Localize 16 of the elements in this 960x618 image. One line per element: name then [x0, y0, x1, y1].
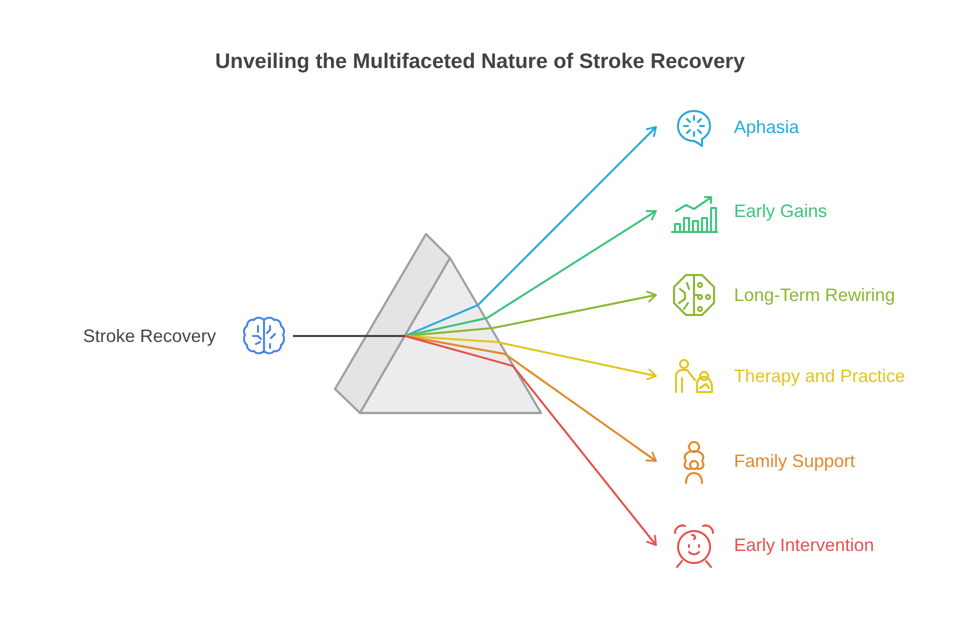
arrow — [404, 335, 657, 462]
node-label: Therapy and Practice — [734, 365, 906, 387]
node-label: Family Support — [734, 450, 856, 472]
connector-line — [293, 335, 405, 337]
arrow — [404, 126, 657, 337]
node-label: Early Gains — [734, 200, 828, 222]
arrow — [404, 210, 657, 337]
node-label: Early Intervention — [734, 534, 874, 556]
prism-drawing — [334, 232, 542, 414]
node-label: Stroke Recovery — [83, 325, 216, 347]
node-label: Long-Term Rewiring — [734, 284, 896, 306]
arrow — [404, 335, 657, 546]
arrow — [404, 335, 657, 380]
node-label: Aphasia — [734, 116, 800, 138]
arrow — [404, 290, 657, 337]
diagram-title: Unveiling the Multifaceted Nature of Stroke Recovery — [214, 50, 746, 74]
